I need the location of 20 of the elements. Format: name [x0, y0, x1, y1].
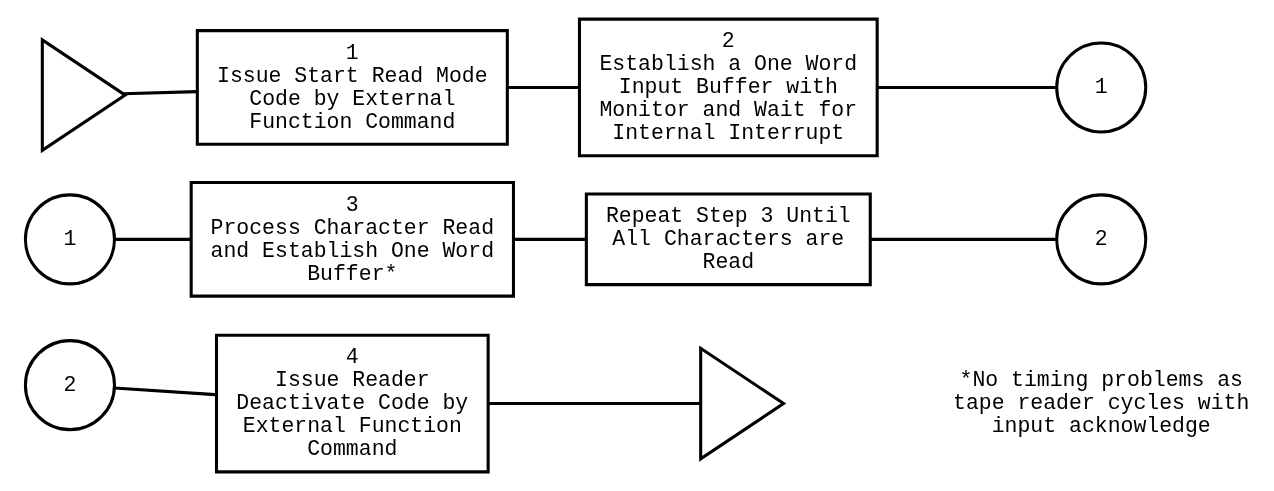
node-box: 1 Issue Start Read Mode Code by External Function Command: [195, 29, 509, 146]
node-box: Repeat Step 3 Until All Characters are Read: [584, 192, 872, 287]
node-triangle: [699, 345, 787, 462]
connector: [114, 237, 192, 241]
connector: [507, 85, 580, 89]
node-circle: 1: [23, 193, 116, 286]
node-box: 3 Process Character Read and Establish One Word Buffer*: [189, 181, 515, 298]
node-box: 4 Issue Reader Deactivate Code by External Function Command: [214, 333, 490, 474]
node-circle: 2: [23, 339, 116, 432]
node-triangle: [40, 37, 128, 154]
label: *No timing problems as tape reader cycles with input acknowledge: [953, 368, 1250, 439]
node-box: 2 Establish a One Word Input Buffer with Monitor and Wait for Internal Interrupt: [577, 17, 879, 158]
node-circle: 2: [1055, 193, 1148, 286]
connector: [114, 386, 217, 397]
connector: [870, 237, 1057, 241]
connector: [877, 85, 1057, 89]
node-circle: 1: [1055, 41, 1148, 134]
connector: [123, 90, 198, 96]
connector: [488, 402, 701, 406]
connector: [513, 237, 587, 241]
